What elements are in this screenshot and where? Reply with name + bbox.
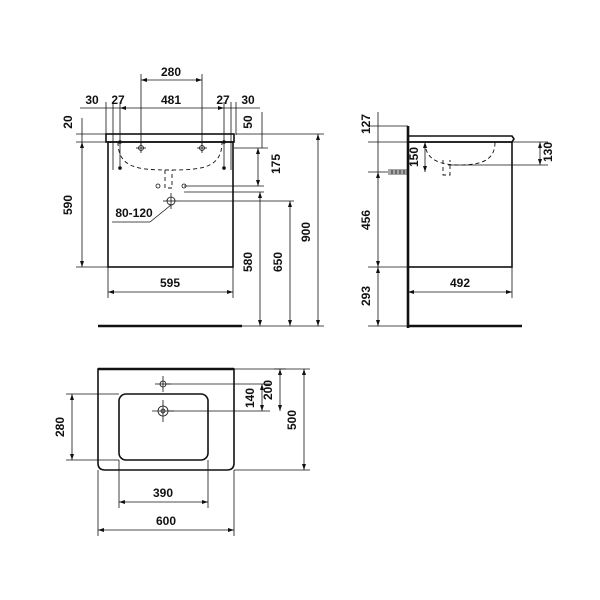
- side-view: 127 150 130 456 293 492: [359, 112, 555, 328]
- front-cabinet: [107, 141, 234, 268]
- dim-side-456: 456: [359, 210, 373, 230]
- side-siphon-dashed: [442, 160, 451, 176]
- dim-side-293: 293: [359, 286, 373, 306]
- dim-side-127: 127: [359, 114, 373, 134]
- dim-front-650: 650: [271, 252, 285, 272]
- top-bowl: [118, 393, 209, 461]
- dim-front-80-120: 80-120: [115, 206, 153, 220]
- dim-front-right-27: 27: [216, 93, 230, 107]
- dim-side-130: 130: [541, 142, 555, 162]
- side-cabinet: [407, 141, 513, 268]
- dim-front-left-30: 30: [85, 93, 99, 107]
- dim-front-580: 580: [241, 252, 255, 272]
- dim-front-175: 175: [269, 154, 283, 174]
- dim-front-20: 20: [61, 115, 75, 129]
- dim-front-481: 481: [161, 93, 181, 107]
- dim-top-200: 200: [261, 380, 275, 400]
- dim-top-500: 500: [285, 410, 299, 430]
- water-connection-left: [155, 183, 161, 189]
- dim-front-right-30: 30: [241, 93, 255, 107]
- dim-side-150: 150: [407, 147, 421, 167]
- dim-top-600: 600: [156, 514, 176, 528]
- side-bowl-dashed: [424, 141, 496, 166]
- top-basin-outline: [97, 368, 235, 471]
- side-basin-top: [408, 135, 515, 143]
- front-basin-top: [105, 133, 235, 143]
- top-view: 280 140 200 500 390 600: [53, 367, 310, 536]
- dim-top-390: 390: [153, 486, 173, 500]
- front-bowl-dashed: [117, 141, 223, 171]
- dim-top-280: 280: [53, 417, 67, 437]
- front-siphon-dashed: [164, 170, 173, 189]
- dim-front-50: 50: [241, 115, 255, 129]
- dim-front-900: 900: [299, 222, 313, 242]
- front-view: 280 30 27 481 27 30 20 50 590: [61, 65, 324, 328]
- dim-side-492: 492: [450, 276, 470, 290]
- dim-top-140: 140: [243, 388, 257, 408]
- dim-front-left-27: 27: [111, 93, 125, 107]
- dim-front-280: 280: [161, 65, 181, 79]
- dim-front-595: 595: [160, 276, 180, 290]
- dim-front-590: 590: [61, 195, 75, 215]
